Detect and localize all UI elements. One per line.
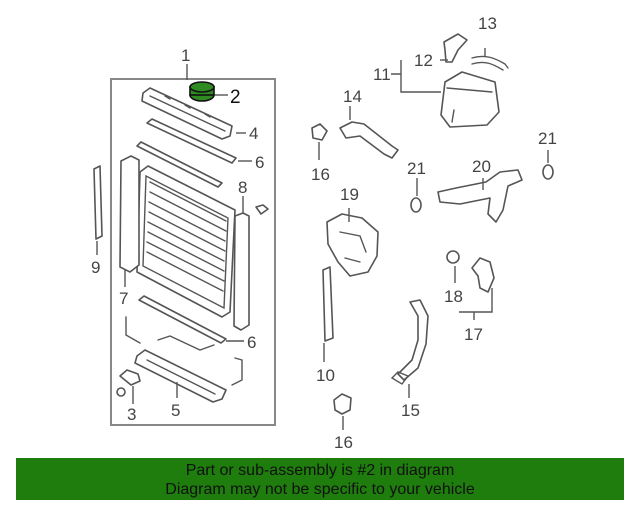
callout-14: 14 bbox=[343, 87, 362, 106]
reservoir-hose[interactable] bbox=[471, 55, 509, 69]
callout-17: 17 bbox=[464, 325, 483, 344]
callout-6-upper: 6 bbox=[255, 153, 264, 172]
callout-5: 5 bbox=[171, 401, 180, 420]
parts-diagram: 1 2 4 6 8 9 7 6 3 5 13 12 11 14 16 21 21… bbox=[91, 14, 557, 452]
side-seal[interactable] bbox=[322, 266, 334, 342]
callout-6-lower: 6 bbox=[247, 333, 256, 352]
callout-10: 10 bbox=[316, 366, 335, 385]
water-pipe[interactable] bbox=[437, 169, 523, 223]
callout-4: 4 bbox=[249, 124, 258, 143]
seal-strip-lower[interactable] bbox=[138, 295, 227, 344]
thermostat-gasket[interactable] bbox=[446, 250, 460, 264]
left-side-tank[interactable] bbox=[119, 155, 140, 273]
callout-1: 1 bbox=[181, 46, 190, 65]
callout-12: 12 bbox=[414, 51, 433, 70]
callout-2: 2 bbox=[230, 87, 241, 108]
callout-15: 15 bbox=[401, 401, 420, 420]
callout-18: 18 bbox=[444, 287, 463, 306]
hose-clamp-upper[interactable] bbox=[311, 123, 328, 141]
lower-hose[interactable] bbox=[397, 299, 429, 381]
callout-13: 13 bbox=[478, 14, 497, 33]
lower-bracket[interactable] bbox=[157, 335, 215, 351]
drain-bolt[interactable] bbox=[255, 204, 269, 215]
callout-3: 3 bbox=[127, 405, 136, 424]
left-seal[interactable] bbox=[93, 165, 103, 240]
callout-16-upper: 16 bbox=[311, 165, 330, 184]
callout-21-right: 21 bbox=[538, 129, 557, 148]
callout-16-lower: 16 bbox=[334, 433, 353, 452]
banner-line-part: Part or sub-assembly is #2 in diagram bbox=[185, 462, 455, 479]
reservoir-tank[interactable] bbox=[440, 71, 500, 128]
callout-19: 19 bbox=[340, 185, 359, 204]
gasket-right[interactable] bbox=[542, 164, 554, 180]
banner-line-disclaimer: Diagram may not be specific to your vehi… bbox=[165, 481, 475, 498]
callout-7: 7 bbox=[119, 289, 128, 308]
callout-21-middle: 21 bbox=[407, 159, 426, 178]
left-guide[interactable] bbox=[125, 316, 141, 344]
water-inlet[interactable] bbox=[471, 257, 495, 293]
callout-8: 8 bbox=[238, 178, 247, 197]
callout-20: 20 bbox=[472, 157, 491, 176]
callout-9: 9 bbox=[91, 258, 100, 277]
drain-cock[interactable] bbox=[116, 369, 141, 397]
right-side-tank[interactable] bbox=[233, 212, 250, 331]
upper-hose[interactable] bbox=[339, 121, 399, 159]
radiator-core[interactable] bbox=[136, 165, 236, 318]
right-guide[interactable] bbox=[231, 357, 243, 386]
gasket-middle[interactable] bbox=[410, 197, 422, 213]
seal-strip-top[interactable] bbox=[136, 141, 223, 188]
reservoir-cap[interactable] bbox=[443, 33, 468, 63]
radiator-cap-part-2[interactable] bbox=[189, 81, 215, 102]
part-info-banner: Part or sub-assembly is #2 in diagram Di… bbox=[16, 458, 624, 500]
seal-strip-upper[interactable] bbox=[146, 118, 237, 164]
callout-11: 11 bbox=[373, 65, 391, 84]
radiator-assembly-frame bbox=[110, 78, 276, 426]
hose-clamp-lower[interactable] bbox=[333, 393, 352, 415]
water-outlet-housing[interactable] bbox=[326, 213, 379, 277]
